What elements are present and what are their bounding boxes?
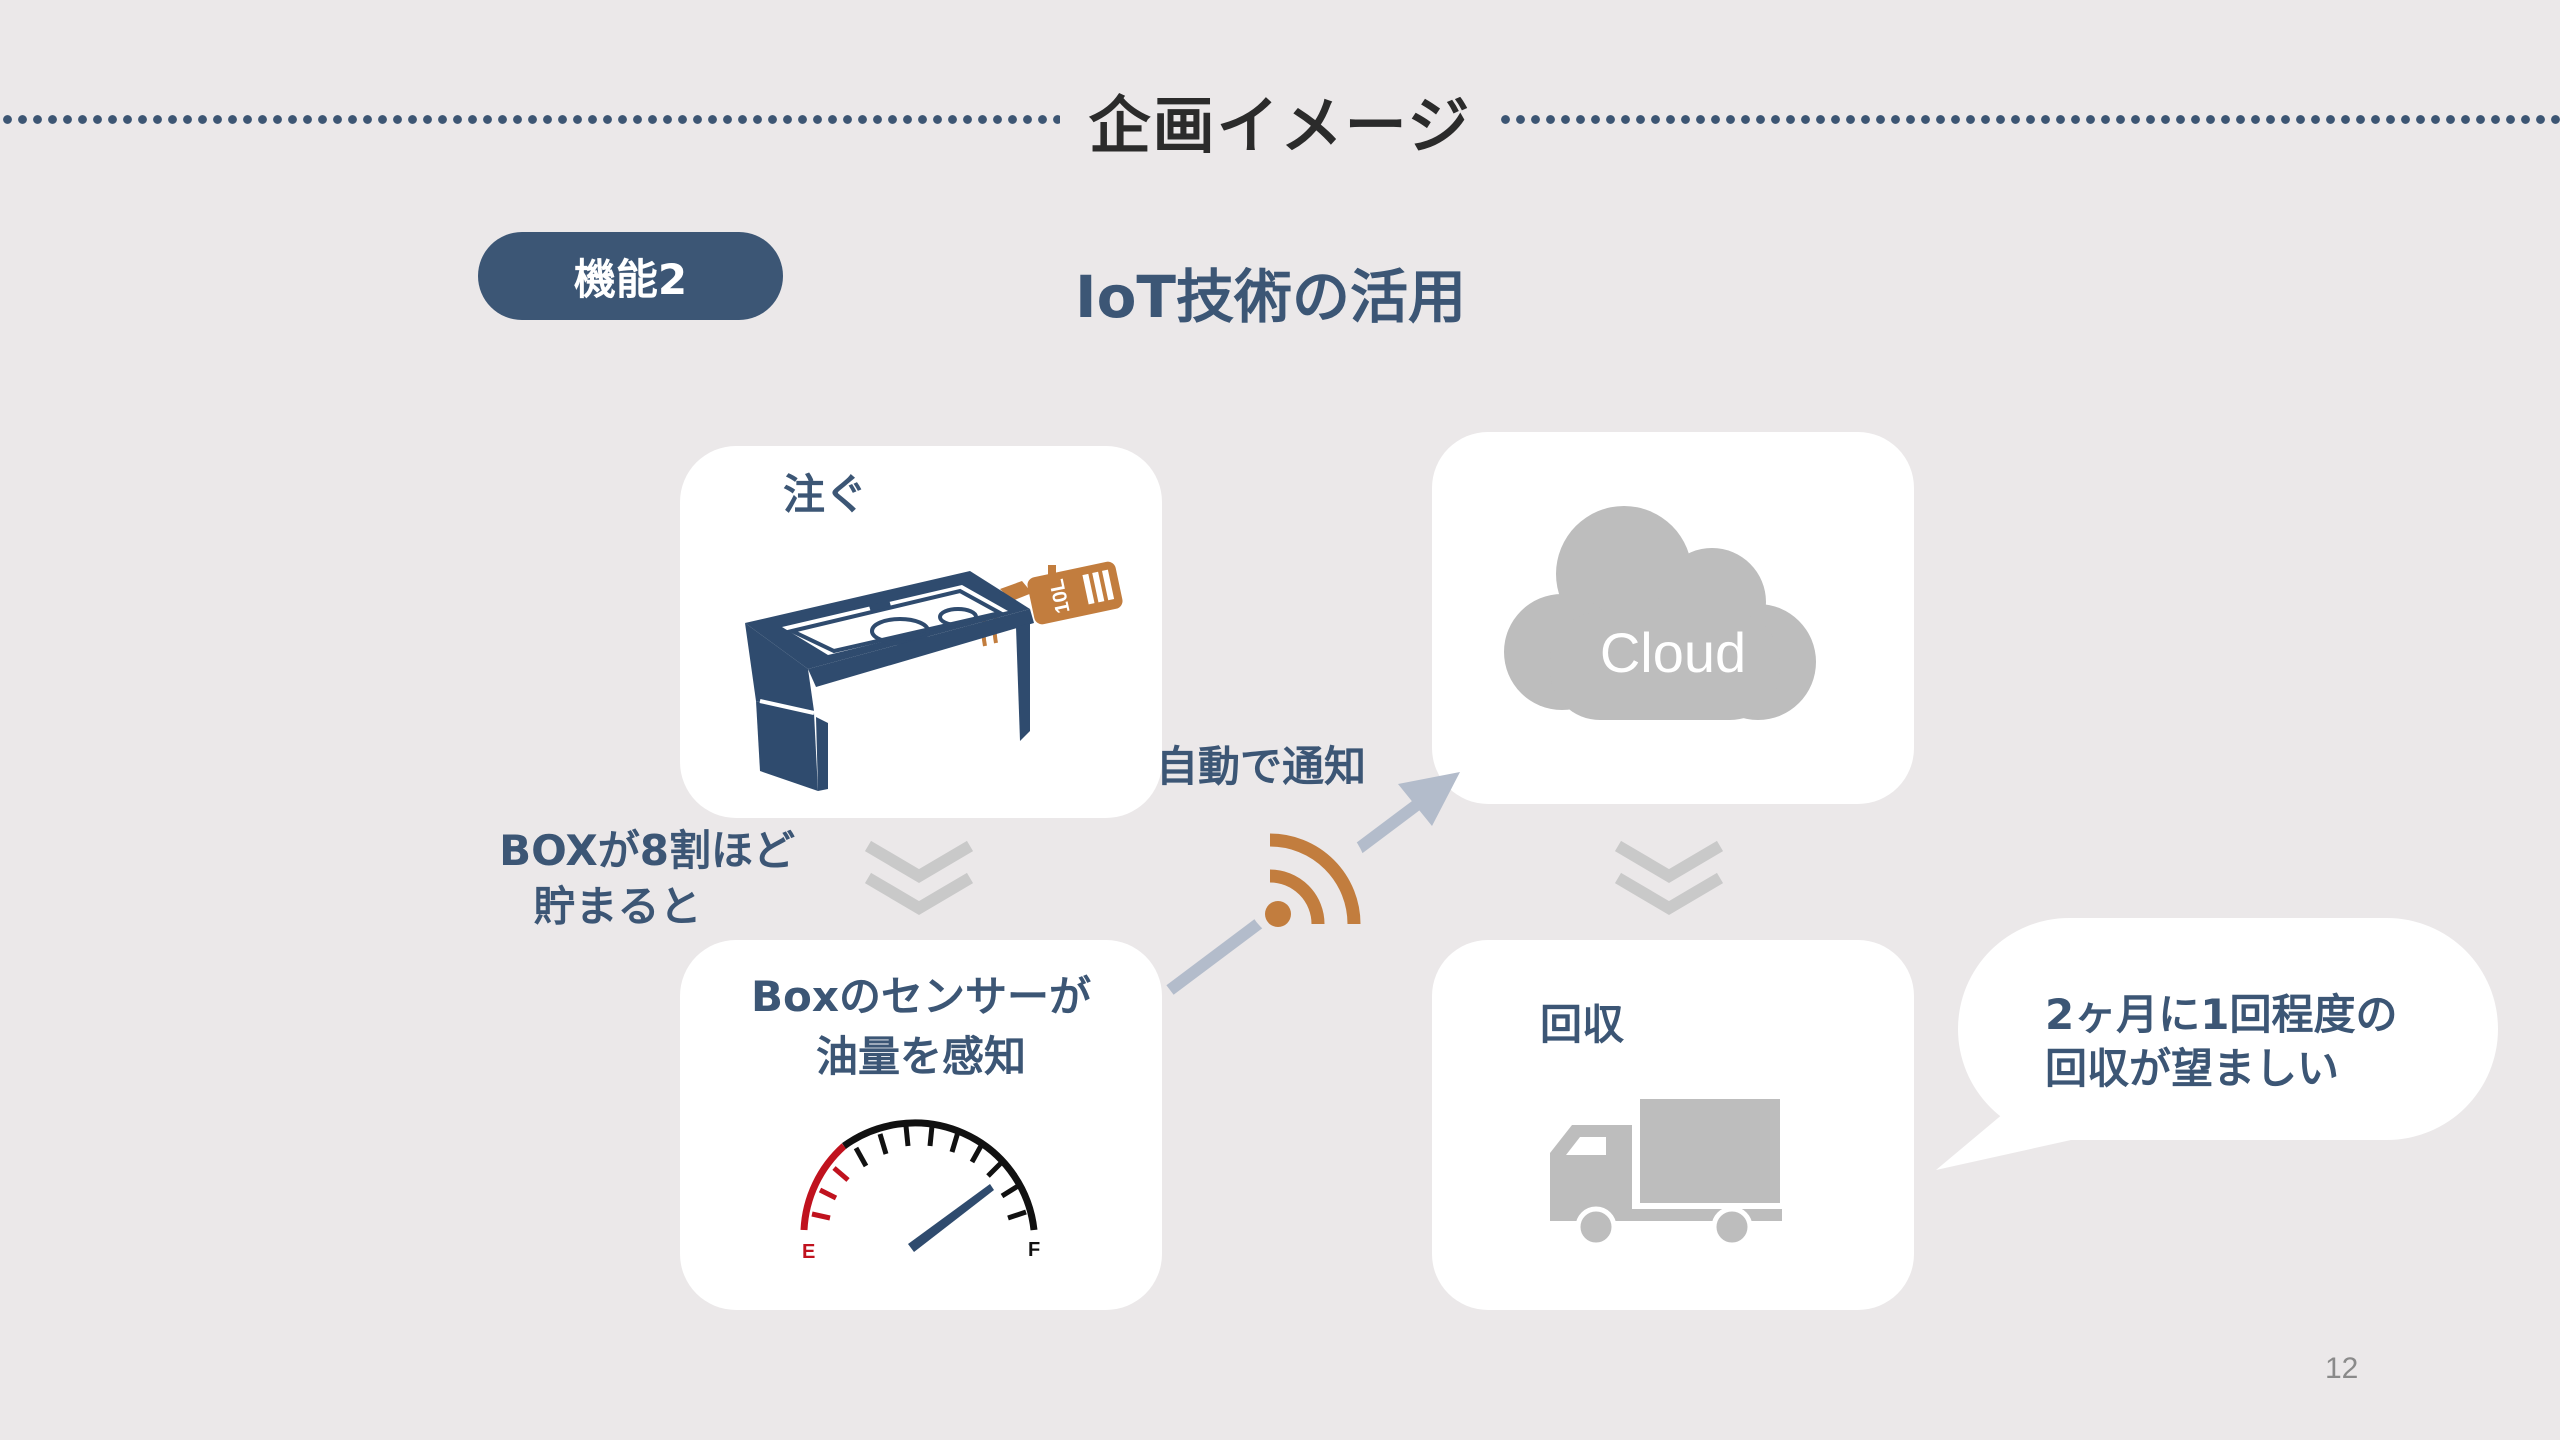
box-fill-note-line1: BOXが8割ほど	[499, 826, 795, 875]
header-divider-right	[1498, 113, 2560, 126]
collect-label: 回収	[1539, 1000, 1624, 1049]
wifi-signal-icon	[1265, 833, 1361, 927]
feature-badge: 機能2	[478, 232, 783, 320]
cloud-icon	[1504, 506, 1816, 720]
gauge-full-label: F	[1028, 1239, 1040, 1260]
gauge-empty-label: E	[802, 1241, 815, 1260]
collect-card: 回収	[1432, 940, 1914, 1310]
auto-notify-label: 自動で通知	[1155, 742, 1366, 791]
cloud-card: Cloud	[1432, 432, 1914, 804]
chevron-down-icon	[864, 840, 974, 915]
bubble-text-line2: 回収が望ましい	[2045, 1044, 2340, 1093]
page-subtitle: IoT技術の活用	[1075, 263, 1466, 331]
sensor-card: Boxのセンサーが 油量を感知 E F	[680, 940, 1162, 1310]
bubble-text-line1: 2ヶ月に1回程度の	[2045, 990, 2398, 1039]
sensor-label-line2: 油量を感知	[815, 1032, 1026, 1081]
sensor-label-line1: Boxのセンサーが	[751, 972, 1091, 1021]
cloud-label: Cloud	[1599, 621, 1747, 684]
oil-bottle-icon: 10L	[981, 561, 1123, 647]
fuel-gauge-icon: E F	[800, 1119, 1040, 1260]
pour-card: 注ぐ 10L	[680, 446, 1162, 818]
truck-icon	[1550, 1099, 1782, 1248]
box-fill-note-line2: 貯まると	[533, 882, 702, 931]
header-divider-left	[0, 113, 1060, 126]
pour-label: 注ぐ	[782, 470, 867, 519]
page-title: 企画イメージ	[1062, 70, 1498, 170]
page-number: 12	[2325, 1352, 2359, 1385]
chevron-down-icon	[1614, 840, 1724, 915]
speech-bubble	[1936, 918, 2498, 1170]
oil-collection-box-icon: 10L	[745, 561, 1123, 791]
